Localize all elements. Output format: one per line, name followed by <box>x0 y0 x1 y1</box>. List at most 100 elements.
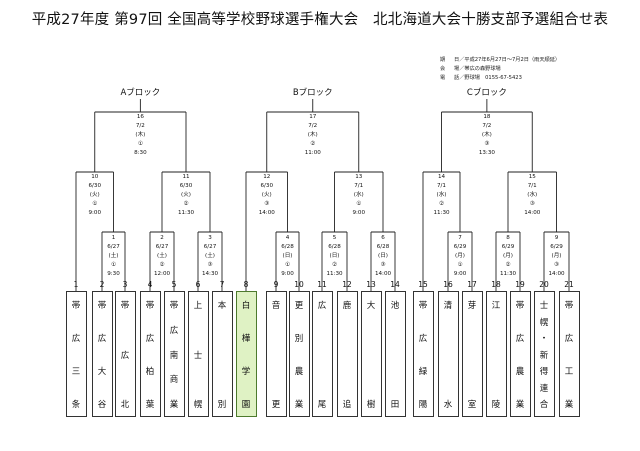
team-name-char: 陵 <box>491 400 501 410</box>
first-round-match: ③ <box>554 261 559 268</box>
page-title: 平成27年度 第97回 全国高等学校野球選手権大会 北北海道大会十勝支部予選組合… <box>31 12 609 28</box>
team-name-char: 士 <box>539 301 549 311</box>
team-number: 2 <box>100 280 105 289</box>
team-box: 帯広柏葉 <box>139 291 161 417</box>
team-name-char: 尾 <box>317 400 327 410</box>
team-number: 1 <box>74 280 79 289</box>
team-name-char: 水 <box>443 400 453 410</box>
team-name-char: 三 <box>71 367 81 377</box>
team-name-char: 更 <box>271 400 281 410</box>
team-number: 20 <box>539 280 549 289</box>
team-name-char: 業 <box>294 400 304 410</box>
semifinal-match: 6/30 <box>260 183 273 189</box>
team-name-char: 幌 <box>539 317 549 328</box>
semifinal-match: 7/1 <box>437 183 446 189</box>
info-value: 話／野球場 0155-67-5423 <box>454 75 522 81</box>
team-name-char: 別 <box>217 400 227 410</box>
team-box: 帯広工業 <box>558 291 580 417</box>
team-name-char: 連 <box>539 383 549 394</box>
team-name-char: 広 <box>515 334 525 344</box>
team-name-char: 園 <box>241 400 251 410</box>
semifinal-match: 7/1 <box>354 183 363 189</box>
team-name-char: 広 <box>71 334 81 344</box>
info-key: 電 <box>440 75 446 81</box>
semifinal-match: 10 <box>91 174 99 180</box>
team-name-char: 広 <box>418 334 428 344</box>
team-name-char: 樹 <box>366 400 376 410</box>
team-number: 6 <box>196 280 201 289</box>
team-name-char: 帯 <box>515 301 525 311</box>
team-name-char: 南 <box>169 350 179 361</box>
first-round-match: 6/27 <box>204 244 217 250</box>
team-box: 芽室 <box>461 291 483 417</box>
block-final-match: 8:30 <box>134 150 147 156</box>
team-name-char: 工 <box>564 367 574 377</box>
semifinal-match: 15 <box>529 174 537 180</box>
team-name-char: 江 <box>491 301 501 311</box>
team-name-char: 芽 <box>467 301 477 311</box>
semifinal-match: (水) <box>354 190 364 198</box>
team-number: 3 <box>123 280 128 289</box>
semifinal-match: ③ <box>264 200 269 207</box>
info-value: 日／平成27年6月27日〜7月2日（雨天順延） <box>454 57 561 63</box>
first-round-match: (月) <box>552 252 562 259</box>
semifinal-match: ① <box>356 200 361 207</box>
team-box: 広尾 <box>311 291 333 417</box>
team-name-char: 業 <box>564 400 574 410</box>
semifinal-match: (水) <box>527 190 537 198</box>
semifinal-match: 7/1 <box>528 183 537 189</box>
team-number: 10 <box>294 280 304 289</box>
semifinal-match: (火) <box>262 191 272 198</box>
block-final-match: ③ <box>484 140 489 147</box>
block-final-match: (木) <box>135 130 145 138</box>
first-round-match: 7 <box>458 235 462 241</box>
semifinal-match: 13 <box>355 174 363 180</box>
info-line: 期 日／平成27年6月27日〜7月2日（雨天順延） <box>440 57 560 64</box>
semifinal-match: 11 <box>182 174 190 180</box>
team-name-char: 帯 <box>97 301 107 311</box>
first-round-match: 14:30 <box>202 271 219 277</box>
team-name-char: 帯 <box>418 301 428 311</box>
team-name-char: 音 <box>271 301 281 311</box>
block-final-match: (木) <box>308 130 318 138</box>
info-key: 期 <box>440 57 446 63</box>
first-round-match: (日) <box>283 252 293 259</box>
team-box: 帯広南商業 <box>163 291 185 417</box>
first-round-match: 5 <box>333 235 337 241</box>
team-name-char: 鹿 <box>342 301 352 311</box>
team-name-char: 広 <box>317 301 327 311</box>
first-round-match: ① <box>111 261 116 268</box>
team-name-char: 条 <box>71 400 81 410</box>
info-value: 場／帯広の森野球場 <box>454 66 501 72</box>
semifinal-match: 11:30 <box>433 210 450 216</box>
semifinal-match: 14:00 <box>259 210 276 216</box>
block-final-match: 18 <box>483 114 491 120</box>
semifinal-match: (火) <box>181 191 191 198</box>
team-name-char: 追 <box>342 400 352 410</box>
semifinal-match: (水) <box>437 190 447 198</box>
team-box: 更別農業 <box>288 291 310 417</box>
first-round-match: 9:00 <box>281 271 294 277</box>
team-name-char: 農 <box>294 367 304 377</box>
team-name-char: 業 <box>169 400 179 410</box>
team-name-char: 更 <box>294 301 304 311</box>
first-round-match: (月) <box>503 252 513 259</box>
first-round-match: (月) <box>455 252 465 259</box>
team-number: 19 <box>515 280 525 289</box>
info-line: 電 話／野球場 0155-67-5423 <box>440 75 522 82</box>
team-name-char: 室 <box>467 400 477 410</box>
semifinal-match: 14:00 <box>524 210 541 216</box>
first-round-match: (日) <box>330 252 340 259</box>
team-number: 8 <box>244 280 249 289</box>
team-name-char: 陽 <box>418 400 428 410</box>
team-number: 5 <box>172 280 177 289</box>
team-number: 18 <box>491 280 501 289</box>
team-box: 江陵 <box>485 291 507 417</box>
block-label: Aブロック <box>120 87 160 98</box>
team-name-char: 葉 <box>145 400 155 410</box>
team-number: 21 <box>564 280 574 289</box>
first-round-match: 14:00 <box>548 271 565 277</box>
team-box: 士幌・新得連合 <box>533 291 555 417</box>
team-name-char: 上 <box>193 301 203 311</box>
team-box: 帯広緑陽 <box>412 291 434 417</box>
